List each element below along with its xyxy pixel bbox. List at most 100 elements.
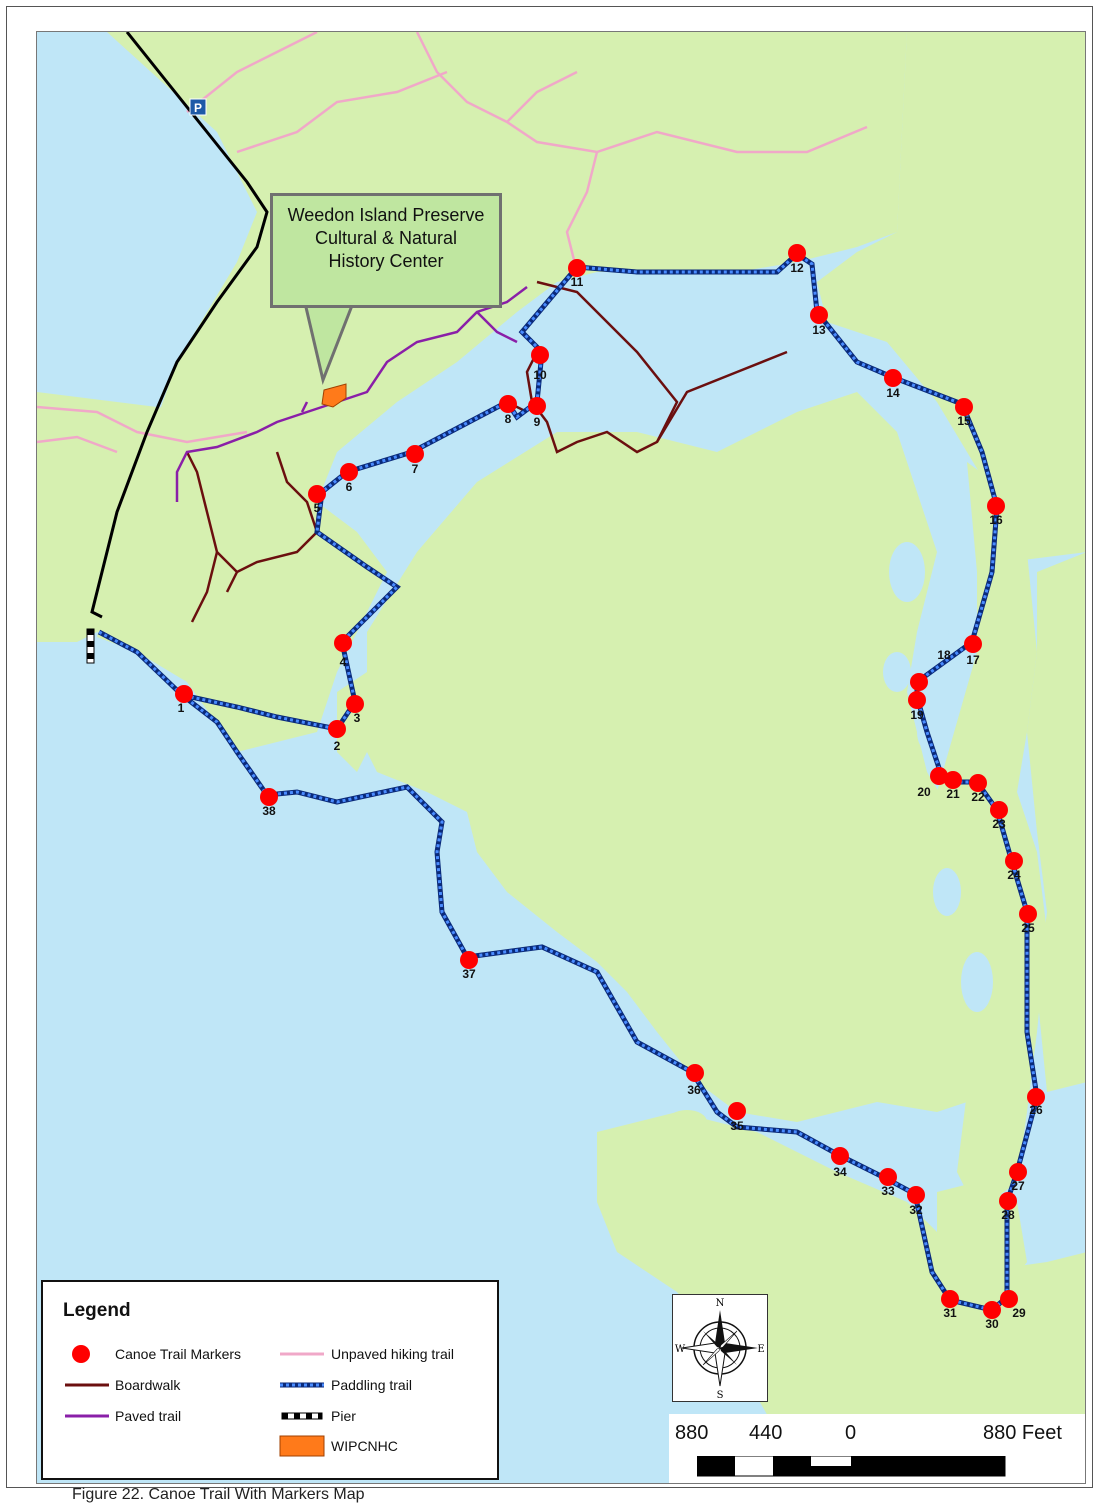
marker-dot [175,685,193,703]
marker-dot [907,1186,925,1204]
figure-caption: Figure 22. Canoe Trail With Markers Map [72,1486,365,1503]
marker-label: 17 [966,653,980,667]
canoe-trail-marker[interactable]: 3 [346,695,364,725]
canoe-trail-marker[interactable]: 31 [941,1290,959,1320]
canoe-trail-marker[interactable]: 7 [406,445,424,476]
east-strip [937,462,1047,1212]
marker-dot [328,720,346,738]
marker-label: 16 [989,513,1003,527]
marker-dot [1019,905,1037,923]
marker-label: 14 [886,386,900,400]
compass-s-label: S [717,1390,724,1401]
canoe-trail-marker[interactable]: 14 [884,369,902,400]
canoe-trail-marker[interactable]: 21 [944,771,962,801]
unpaved-trail [506,70,578,123]
parking-sign: P [189,98,207,116]
canoe-trail-marker[interactable]: 24 [1005,852,1023,882]
marker-label: 37 [462,967,476,981]
marker-label: 1 [178,701,185,715]
canoe-trail-marker[interactable]: 18 [910,648,951,691]
canoe-trail-marker[interactable]: 23 [990,801,1008,831]
canoe-trail-marker[interactable]: 25 [1019,905,1037,935]
paddling-trail [98,252,1039,1312]
canoe-trail-marker[interactable]: 28 [999,1192,1017,1222]
marker-dot [964,635,982,653]
marker-label: 10 [533,368,547,382]
blue-dashed-line-icon [280,1382,324,1388]
boardwalk [185,451,319,574]
canoe-trail-marker[interactable]: 33 [879,1168,897,1198]
canoe-trail-marker[interactable]: 32 [907,1186,925,1217]
canoe-trail-marker[interactable]: 9 [528,397,546,429]
marker-dot [910,673,928,691]
marker-label: 23 [992,817,1006,831]
unpaved-trail [236,70,448,154]
compass-e-label: E [757,1344,764,1355]
canoe-trail-marker[interactable]: 34 [831,1147,849,1179]
canoe-trail-marker[interactable]: 4 [334,634,352,669]
canoe-trail-marker[interactable]: 12 [788,244,806,275]
callout-line-1: Weedon Island Preserve [287,205,485,225]
marker-label: 12 [790,261,804,275]
canoe-trail-marker[interactable]: 6 [340,463,358,494]
legend-title: Legend [63,1300,131,1321]
marker-dot [260,788,278,806]
marker-label: 33 [881,1184,895,1198]
canoe-trail-marker[interactable]: 13 [810,306,828,337]
canoe-trail-marker[interactable]: 36 [686,1064,704,1097]
compass-w-label: W [675,1344,686,1355]
canoe-trail-marker[interactable]: 35 [728,1102,746,1133]
marker-dot [686,1064,704,1082]
marker-dot [969,774,987,792]
marker-label: 13 [812,323,826,337]
canoe-trail-marker[interactable]: 8 [499,395,517,426]
scale-bar: 880 440 0 880 Feet [669,1414,1085,1483]
marker-dot [831,1147,849,1165]
compass-n-label: N [716,1298,725,1309]
canoe-trail-marker[interactable]: 17 [964,635,982,667]
canoe-trail-marker[interactable]: 15 [955,398,973,428]
marker-label: 22 [971,790,985,804]
legend-label-markers: Canoe Trail Markers [115,1346,242,1362]
legend-label-pier: Pier [331,1408,356,1424]
marker-dot [1027,1088,1045,1106]
marker-dot [879,1168,897,1186]
canoe-trail-marker[interactable]: 27 [1009,1163,1027,1193]
canoe-trail-marker[interactable]: 20 [917,767,948,799]
canoe-trail-marker[interactable]: 26 [1027,1088,1045,1117]
marker-dot [346,695,364,713]
compass-rose: N S W E [672,1294,768,1402]
canoe-trail-marker[interactable]: 1 [175,685,193,715]
marker-dot [990,801,1008,819]
marker-dot [908,691,926,709]
unpaved-trail [37,405,248,444]
marker-dot [884,369,902,387]
marker-dot [788,244,806,262]
orange-square-icon [279,1435,325,1457]
canoe-trail-marker[interactable]: 11 [568,259,586,289]
marker-label: 15 [957,414,971,428]
marker-dot [499,395,517,413]
center-callout: Weedon Island Preserve Cultural & Natura… [270,193,502,308]
canoe-trail-marker[interactable]: 16 [987,497,1005,527]
road [90,32,269,619]
map-svg: P 12345678910111213141516171819202122232… [37,32,1085,1483]
marker-label: 26 [1029,1103,1043,1117]
brown-line-icon [65,1383,109,1387]
canoe-trail-marker[interactable]: 10 [531,346,549,382]
canoe-trail-marker[interactable]: 2 [328,720,346,753]
west-point [337,672,377,772]
canoe-trail-marker[interactable]: 30 [983,1301,1001,1331]
canoe-trail-marker[interactable]: 37 [460,951,478,981]
canoe-trail-marker[interactable]: 38 [260,788,278,818]
marker-label: 8 [505,412,512,426]
marker-dot [944,771,962,789]
marker-dot [406,445,424,463]
canoe-trail-marker[interactable]: 19 [908,691,926,722]
canoe-trail-marker[interactable]: 29 [1000,1290,1026,1320]
canoe-trail-marker[interactable]: 22 [969,774,987,804]
canoe-trail-marker[interactable]: 5 [308,485,326,515]
paddling-trail-group [97,250,1040,1313]
